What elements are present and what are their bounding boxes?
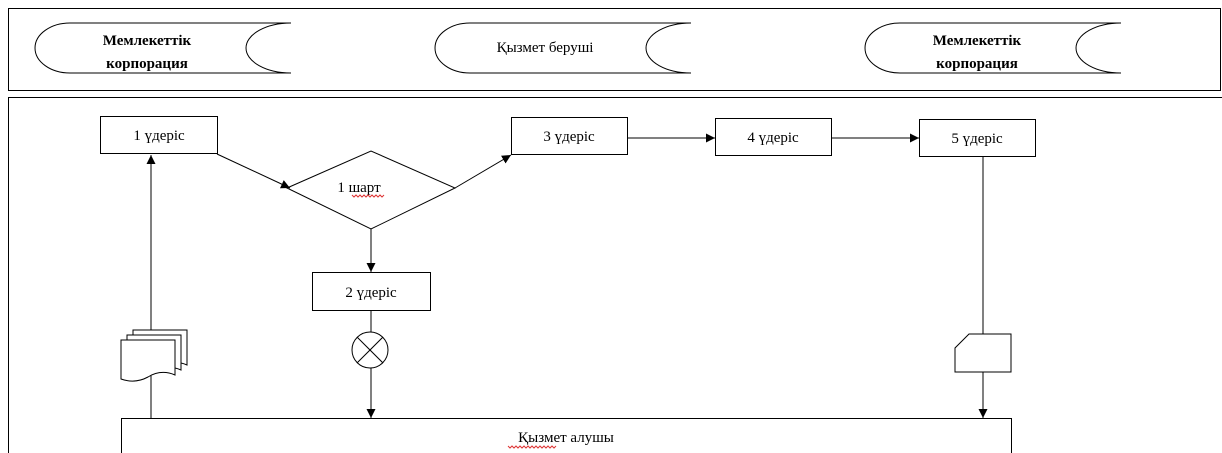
lane-left-line1: Мемлекеттік: [103, 33, 192, 49]
receiver-spellcheck-underline: [507, 445, 557, 449]
step-4-label: 4 үдеріс: [747, 130, 799, 146]
main-frame: [8, 97, 1222, 453]
merge-x-circle-icon: [351, 331, 389, 369]
step-3-box: [511, 117, 628, 155]
arrow-step1-to-condition: [216, 153, 291, 189]
card-document-icon: [954, 333, 1012, 373]
lane-header-left: Мемлекеттік корпорация: [34, 22, 292, 74]
lane-center-label: Қызмет беруші: [497, 40, 594, 56]
step-1-box: [100, 116, 218, 154]
step-4-box: [715, 118, 832, 156]
step-2-box: [312, 272, 431, 311]
step-3-label: 3 үдеріс: [543, 129, 595, 145]
lane-header-center: Қызмет беруші: [434, 22, 692, 74]
multi-document-icon: [120, 329, 188, 382]
step-5-label: 5 үдеріс: [951, 131, 1003, 147]
arrow-condition-to-step3: [454, 154, 512, 189]
header-band: [8, 8, 1221, 91]
lane-header-right: Мемлекеттік корпорация: [864, 22, 1122, 74]
step-1-label: 1 үдеріс: [133, 128, 185, 144]
lane-right-line1: Мемлекеттік: [933, 33, 1022, 49]
condition-label: 1 шарт: [337, 180, 381, 196]
receiver-label: Қызмет алушы: [518, 430, 614, 446]
lane-right-line2: корпорация: [936, 56, 1018, 72]
step-2-label: 2 үдеріс: [345, 285, 397, 301]
step-5-box: [919, 119, 1036, 157]
lane-left-line2: корпорация: [106, 56, 188, 72]
spellcheck-underline: [351, 194, 385, 198]
receiver-box: [121, 418, 1012, 453]
